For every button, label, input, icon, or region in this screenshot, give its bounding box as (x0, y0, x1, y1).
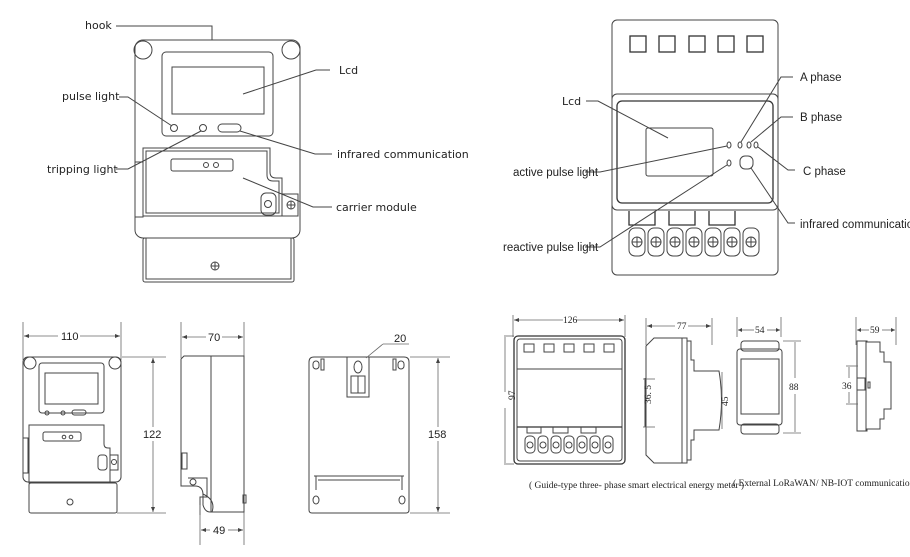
label-infrared-communication: infrared communication (800, 219, 910, 231)
single-phase-side-view: 70 49 (180, 322, 247, 545)
comm-box-side-view: 59 36 (842, 317, 897, 432)
label-lcd: Lcd (562, 95, 581, 108)
dim-side-depth: 70 (208, 332, 220, 344)
infrared-port (217, 123, 242, 133)
single-phase-back-view: 20 158 (308, 333, 450, 514)
lcd-screen (171, 66, 265, 115)
dim-comm-box-width: 54 (755, 326, 765, 336)
infrared-port (739, 155, 754, 170)
label-active-pulse-light: active pulse light (513, 167, 599, 179)
c-phase-light (753, 141, 759, 149)
top-terminal (688, 35, 706, 53)
label-lcd: Lcd (339, 64, 358, 77)
single-phase-front-small: 110 122 (22, 322, 166, 514)
dim-three-phase-height: 97 (508, 390, 518, 400)
active-pulse-light (726, 141, 732, 149)
three-phase-meter-front: Lcd A phase B phase C phase active pulse… (503, 19, 910, 276)
label-b-phase: B phase (800, 112, 842, 124)
dim-comm-box-height: 88 (789, 383, 799, 393)
single-phase-meter-front: hook Lcd pulse light tripping light infr… (47, 19, 469, 283)
top-terminal (717, 35, 735, 53)
caption-three-phase-meter: ( Guide-type three- phase smart electric… (529, 480, 744, 491)
top-terminal (629, 35, 647, 53)
label-carrier-module: carrier module (336, 201, 417, 214)
three-phase-side-view: 77 36. 5 45 (643, 318, 731, 464)
label-a-phase: A phase (800, 72, 842, 84)
carrier-module-cover (142, 147, 283, 217)
caption-comm-box: ( External LoRaWAN/ NB-IOT communication… (733, 478, 910, 489)
a-phase-light (737, 141, 743, 149)
label-pulse-light: pulse light (62, 90, 120, 103)
b-phase-light (746, 141, 752, 149)
top-terminal (658, 35, 676, 53)
terminal-cover (142, 237, 295, 283)
three-phase-front-small: 126 97 (504, 315, 626, 465)
dim-back-hook-width: 20 (394, 333, 406, 345)
tripping-light (199, 124, 207, 132)
dim-three-phase-width: 126 (563, 316, 578, 326)
three-phase-dimension-drawings: 126 97 (504, 315, 744, 491)
label-c-phase: C phase (803, 166, 846, 178)
dim-front-height: 122 (143, 429, 161, 441)
dim-three-phase-depth: 77 (677, 322, 687, 332)
comm-box-dimension-drawings: 54 88 59 36 ( External LoRaWAN (733, 317, 910, 489)
single-phase-dimension-drawings: 110 122 70 (22, 322, 450, 545)
dim-back-height: 158 (428, 429, 446, 441)
mount-hole-left (133, 40, 153, 60)
reactive-pulse-light (726, 159, 732, 167)
pulse-light (170, 124, 178, 132)
label-infrared-communication: infrared communication (337, 148, 469, 161)
top-terminal (746, 35, 764, 53)
comm-box-front-view: 54 88 (736, 317, 801, 435)
dim-comm-box-depth: 59 (870, 326, 880, 336)
dim-front-width: 110 (61, 331, 79, 343)
mount-hole-right (281, 40, 301, 60)
dim-side-lower-depth: 49 (213, 525, 225, 537)
dim-comm-box-rail: 36 (842, 382, 852, 392)
bottom-terminals (628, 227, 760, 257)
display-panel (161, 51, 274, 137)
dim-three-phase-rail: 36. 5 (644, 385, 654, 404)
lcd-screen (645, 127, 714, 177)
three-phase-small-terminals (524, 435, 614, 454)
label-hook: hook (85, 19, 112, 32)
label-reactive-pulse-light: reactive pulse light (503, 242, 599, 254)
dim-three-phase-right: 45 (721, 396, 731, 406)
label-tripping-light: tripping light (47, 163, 118, 176)
